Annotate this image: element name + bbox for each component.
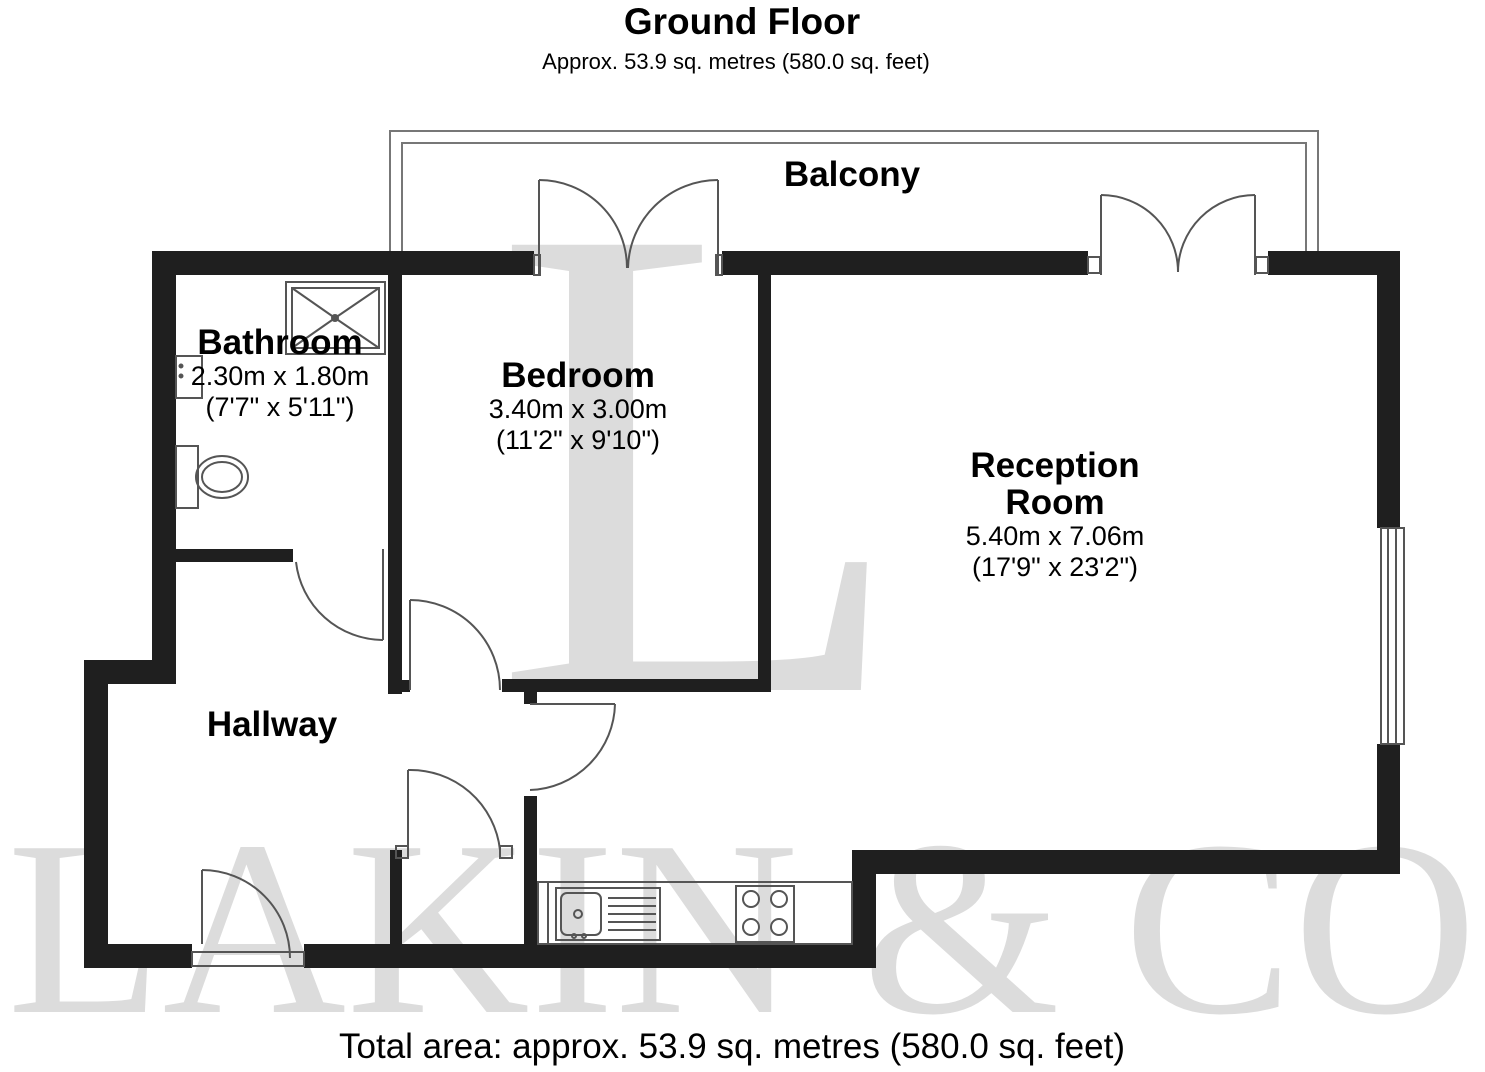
wall-hall-kitchen-top [524, 692, 537, 704]
wall-bedroom-bottom [502, 679, 771, 692]
wall-left-lower [84, 660, 108, 968]
wall-right-lower [1377, 744, 1400, 874]
toilet [175, 445, 249, 509]
label-bedroom-metric: 3.40m x 3.00m [489, 394, 668, 424]
page-title: Ground Floor [624, 1, 860, 42]
watermark-brand: LAKIN & CO [7, 790, 1477, 1067]
wall-left-upper [152, 251, 176, 684]
kitchen-fixtures [537, 881, 853, 945]
wall-hall-kitchen [524, 796, 537, 968]
shower-tray [285, 281, 386, 355]
wall-bathroom-bottom [176, 549, 293, 562]
door-bathroom [295, 549, 384, 641]
label-hallway: Hallway [207, 705, 338, 744]
page-subtitle: Approx. 53.9 sq. metres (580.0 sq. feet) [542, 49, 930, 74]
label-reception-imperial: (17'9" x 23'2") [972, 552, 1138, 582]
doors [191, 179, 1269, 967]
label-balcony: Balcony [784, 155, 921, 194]
hob [735, 885, 795, 943]
total-area: Total area: approx. 53.9 sq. metres (580… [339, 1027, 1125, 1066]
bathroom-sink [175, 355, 203, 399]
label-reception-line1: Reception [970, 446, 1139, 485]
wall-top-left [152, 251, 534, 275]
bathroom-fixtures [175, 281, 386, 509]
balcony-outline [389, 130, 1319, 253]
label-bathroom: Bathroom [197, 323, 362, 362]
wall-bedroom-jamb [402, 680, 410, 692]
wall-bottom-right [304, 944, 876, 968]
wall-kitchen-step [852, 850, 1400, 874]
label-bedroom-imperial: (11'2" x 9'10") [496, 425, 660, 455]
label-reception-line2: Room [1005, 483, 1104, 522]
wall-bedroom-reception [758, 275, 771, 692]
wall-right-upper [1377, 251, 1400, 528]
door-bedroom [409, 599, 501, 691]
door-reception-balcony [1087, 194, 1269, 275]
label-bathroom-metric: 2.30m x 1.80m [191, 361, 370, 391]
door-reception [529, 703, 616, 791]
watermark-letter: L [492, 85, 907, 838]
door-cupboard [395, 768, 513, 859]
kitchen-counter [537, 881, 853, 945]
label-bathroom-imperial: (7'7" x 5'11") [205, 392, 354, 422]
wall-top-middle [722, 251, 1088, 275]
walls [84, 251, 1400, 968]
watermark: L LAKIN & CO [7, 85, 1477, 1067]
wall-cupboard [390, 850, 402, 968]
label-reception-metric: 5.40m x 7.06m [966, 521, 1145, 551]
window-right [1380, 527, 1405, 745]
kitchen-sink [555, 887, 661, 941]
wall-bathroom-bedroom [388, 275, 402, 694]
label-bedroom: Bedroom [501, 356, 655, 395]
door-bedroom-balcony [533, 179, 723, 276]
door-entrance [191, 869, 305, 967]
